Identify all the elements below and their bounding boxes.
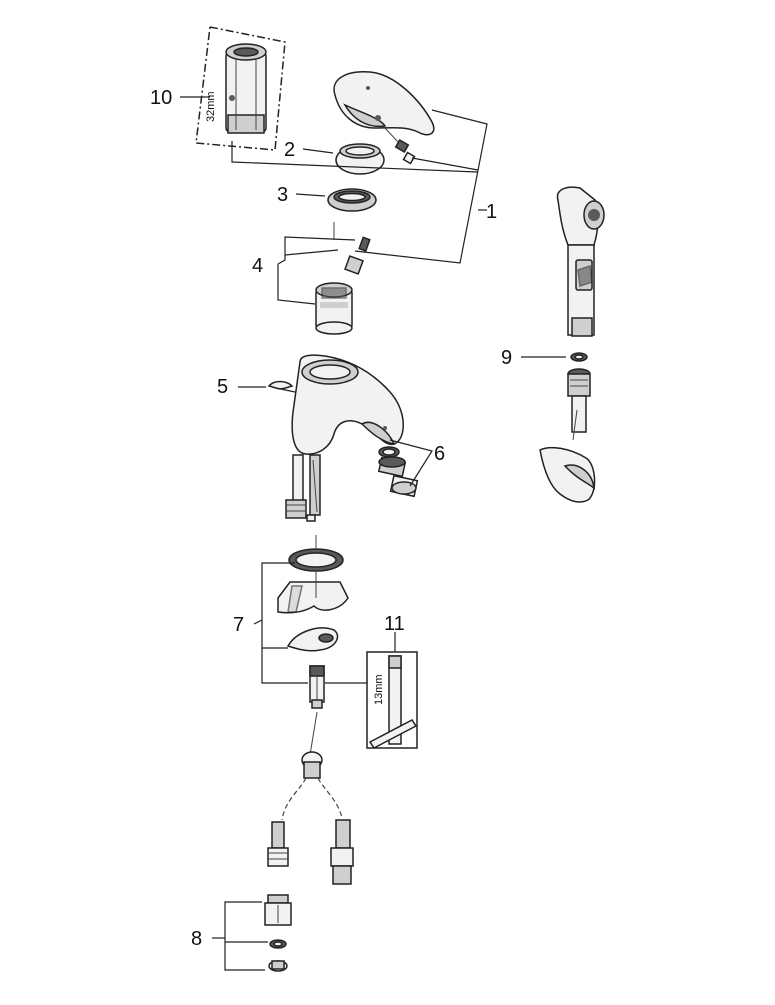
supply-hoses: [285, 454, 321, 522]
lower-hoses: [267, 711, 354, 885]
callout-7: 7: [233, 614, 244, 636]
hand-shower: [556, 186, 605, 337]
shower-holder: [539, 446, 596, 503]
callout-6: 6: [434, 443, 445, 465]
threaded-ring: [327, 188, 377, 212]
callout-3: 3: [277, 184, 288, 206]
cartridge-set: [315, 222, 371, 335]
faucet-body: [291, 354, 404, 455]
shower-washer: [570, 352, 588, 362]
leader-2: [302, 148, 334, 154]
tool10-dimension: 32mm: [205, 91, 217, 122]
handle-screw: [384, 127, 416, 165]
mounting-set: [277, 535, 349, 709]
callout-4: 4: [252, 255, 263, 277]
callout-9: 9: [501, 347, 512, 369]
lever-handle: [333, 71, 435, 136]
bracket-1: [231, 109, 488, 264]
shower-hose: [567, 368, 591, 441]
callout-10: 10: [150, 87, 172, 109]
tool-32mm-socket: 32mm: [195, 26, 286, 151]
callout-5: 5: [217, 376, 228, 398]
aerator-set: [377, 446, 419, 498]
callout-11: 11: [384, 613, 405, 635]
tool11-dimension: 13mm: [373, 674, 385, 705]
callout-8: 8: [191, 928, 202, 950]
connection-set: [264, 894, 292, 972]
fixing-clip: [267, 380, 296, 393]
cover-cap: [335, 143, 385, 175]
tool-13mm-key: 13mm: [366, 651, 418, 749]
callout-2: 2: [284, 139, 295, 161]
leader-3: [295, 193, 326, 197]
callout-1: 1: [486, 201, 497, 223]
